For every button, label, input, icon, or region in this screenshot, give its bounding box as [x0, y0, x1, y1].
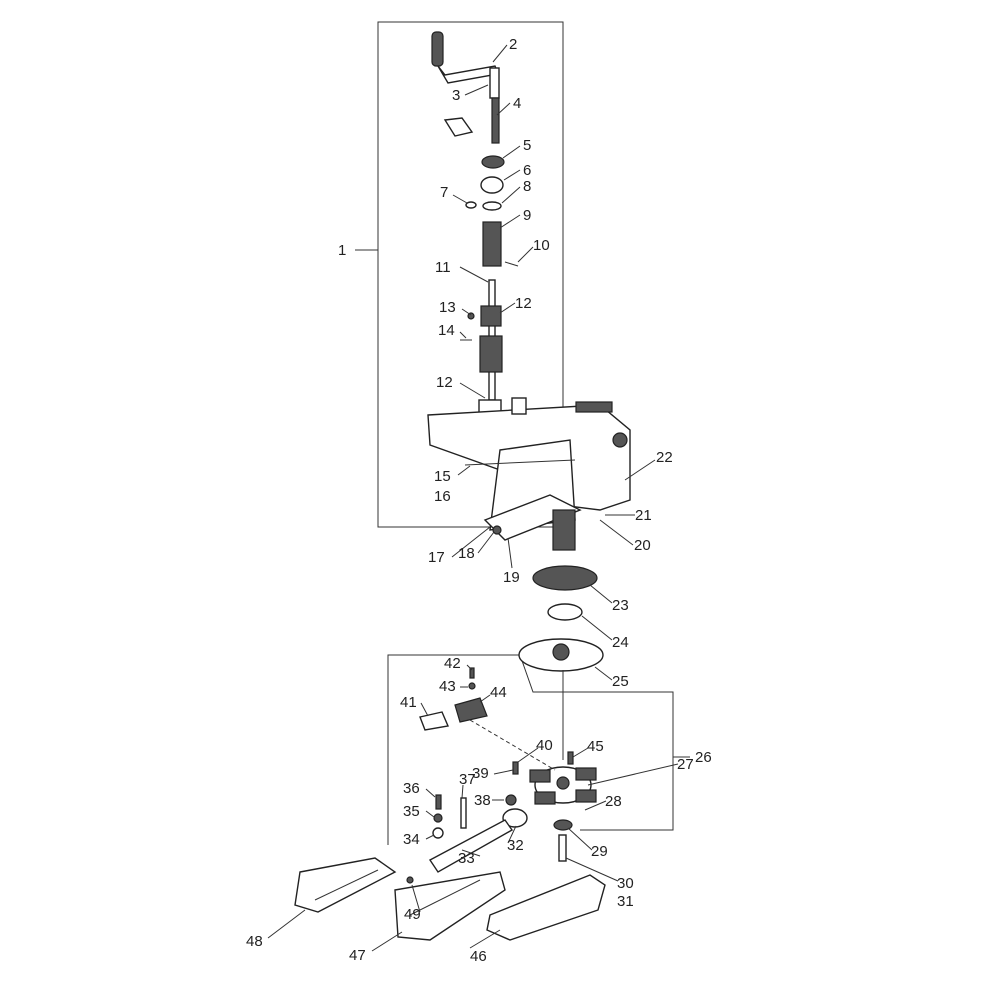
assembly-1-box	[377, 21, 564, 528]
callout-35: 35	[403, 803, 420, 820]
callout-42: 42	[444, 655, 461, 672]
pin	[504, 261, 519, 267]
callout-12: 12	[515, 295, 532, 312]
callout-11: 11	[435, 259, 451, 276]
callout-48: 48	[246, 933, 263, 950]
machine-frame	[427, 397, 631, 551]
callout-29: 29	[591, 843, 608, 860]
callout-14: 14	[438, 322, 455, 339]
washer	[482, 201, 502, 211]
callout-32: 32	[507, 837, 524, 854]
ring	[465, 201, 477, 209]
callout-20: 20	[634, 537, 651, 554]
callout-45: 45	[587, 738, 604, 755]
callout-39: 39	[472, 765, 489, 782]
callout-30: 30	[617, 875, 634, 892]
clamp-44	[454, 697, 488, 723]
callout-37: 37	[459, 771, 476, 788]
washer-35	[433, 813, 443, 823]
callout-5: 5	[523, 137, 531, 154]
callout-8: 8	[523, 178, 531, 195]
bearing-24	[547, 603, 583, 621]
callout-47: 47	[349, 947, 366, 964]
washer-43	[468, 682, 476, 690]
callout-15: 15	[434, 468, 451, 485]
blade-47	[394, 871, 506, 941]
callout-12-lower: 12	[436, 374, 453, 391]
callout-33: 33	[458, 850, 475, 867]
spider-hub	[529, 766, 597, 805]
nut-34	[432, 827, 444, 839]
screw-40	[512, 761, 519, 775]
callout-22: 22	[656, 449, 673, 466]
clip	[443, 117, 474, 137]
bolt-30	[558, 834, 567, 862]
bushing	[480, 176, 504, 194]
callout-16: 16	[434, 488, 451, 505]
callout-28: 28	[605, 793, 622, 810]
callout-17: 17	[428, 549, 445, 566]
callout-38: 38	[474, 792, 491, 809]
coupling	[479, 335, 503, 373]
clip-41	[419, 711, 449, 731]
callout-24: 24	[612, 634, 629, 651]
bolt-37	[460, 797, 467, 829]
callout-43: 43	[439, 678, 456, 695]
callout-49: 49	[404, 906, 421, 923]
callout-23: 23	[612, 597, 629, 614]
callout-44: 44	[490, 684, 507, 701]
arm-33	[428, 819, 514, 873]
nut	[481, 155, 505, 169]
threaded-rod	[491, 97, 500, 144]
blade-46	[486, 874, 606, 941]
callout-40: 40	[536, 737, 553, 754]
callout-25: 25	[612, 673, 629, 690]
assembly-26-box	[387, 654, 674, 845]
callout-36: 36	[403, 780, 420, 797]
callout-13: 13	[439, 299, 456, 316]
callout-1: 1	[338, 242, 346, 259]
callout-41: 41	[400, 694, 417, 711]
callout-2: 2	[509, 36, 517, 53]
callout-21: 21	[635, 507, 652, 524]
blade-48	[294, 857, 397, 913]
callout-10: 10	[533, 237, 550, 254]
flange-23	[532, 565, 598, 591]
callout-9: 9	[523, 207, 531, 224]
callout-7: 7	[440, 184, 448, 201]
screw-42	[469, 667, 475, 679]
callout-18: 18	[458, 545, 475, 562]
sleeve	[482, 221, 502, 267]
leader-lines	[267, 44, 690, 952]
screw-45	[567, 751, 574, 765]
callout-46: 46	[470, 948, 487, 965]
screw-49	[406, 876, 414, 884]
collar-upper	[480, 305, 502, 327]
crank-handle	[431, 31, 500, 99]
callout-26: 26	[695, 749, 712, 766]
callout-labels: 1 2 3 4 5 6 7 8 9 10 11 12 13 14 12 15 1…	[246, 36, 712, 965]
callout-3: 3	[452, 87, 460, 104]
callout-19: 19	[503, 569, 520, 586]
callout-31: 31	[617, 893, 634, 910]
callout-27: 27	[677, 756, 694, 773]
washer-29	[553, 819, 573, 831]
callout-34: 34	[403, 831, 420, 848]
callout-4: 4	[513, 95, 521, 112]
callout-6: 6	[523, 162, 531, 179]
washer-38	[505, 794, 517, 806]
bolt-36	[435, 794, 442, 810]
